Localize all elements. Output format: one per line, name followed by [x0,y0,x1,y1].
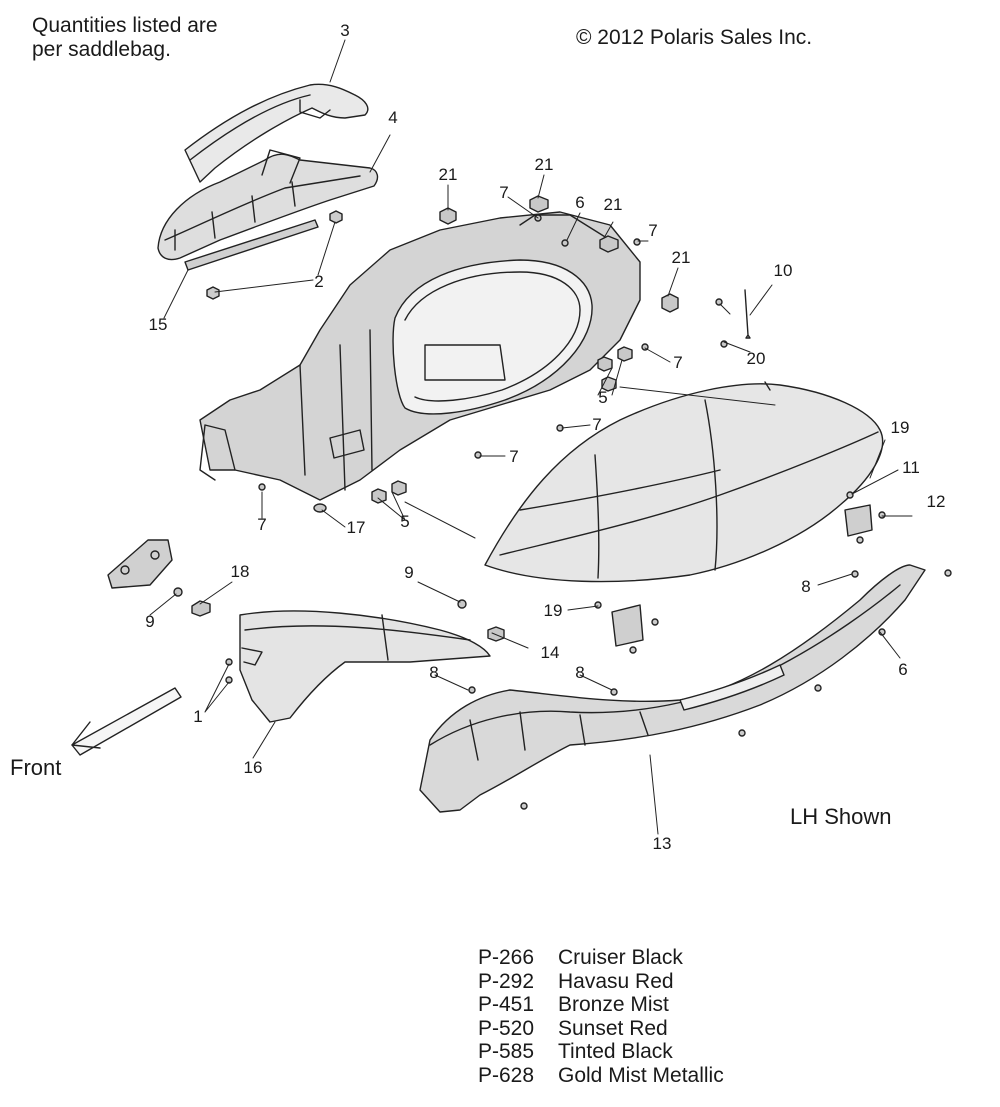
color-code: P-520 [478,1016,535,1040]
color-name: Gold Mist Metallic [558,1063,724,1087]
callout: 2 [314,272,324,291]
callout: 3 [340,21,350,40]
part-latch-cover [184,83,369,183]
color-code-list: P-266 Cruiser Black P-292 Havasu Red P-4… [478,946,724,1087]
callout: 16 [243,758,263,777]
color-name: Havasu Red [558,969,674,993]
quantity-note-line1: Quantities listed are [32,14,218,37]
callout: 7 [257,515,267,534]
callout: 17 [346,518,366,537]
part-cable [744,289,751,339]
callout: 9 [145,612,155,631]
color-code: P-628 [478,1063,535,1087]
copyright-text: © 2012 Polaris Sales Inc. [576,26,813,49]
callout: 7 [499,183,509,202]
part-hinge-bracket-lower [594,601,659,654]
callout: 8 [429,663,439,682]
callout: 13 [652,834,672,853]
callout: 14 [540,643,560,662]
callout: 6 [898,660,908,679]
callout: 15 [148,315,168,334]
color-code: P-292 [478,969,535,993]
leader-lines [149,39,913,835]
color-code-row: P-266 Cruiser Black [478,946,724,970]
callout: 7 [509,447,519,466]
hardware-left [173,570,859,696]
part-outer-shell [484,381,884,583]
part-front-lower-panel [239,610,491,723]
callout: 1 [193,707,203,726]
nut-group-2 [206,210,343,300]
callout: 7 [592,415,602,434]
part-mount-plate-left [107,539,173,589]
quantity-note-line2: per saddlebag. [32,38,171,61]
part-hinge-bracket-right [844,491,886,544]
callout: 18 [230,562,250,581]
callout: 8 [575,663,585,682]
callout: 5 [400,512,410,531]
view-label: LH Shown [790,804,892,829]
front-direction-arrow [71,687,182,756]
callout: 11 [902,458,920,477]
color-name: Sunset Red [558,1016,668,1040]
callout: 4 [388,108,398,127]
color-code-row: P-451 Bronze Mist [478,993,724,1017]
callout: 10 [773,261,793,280]
color-code: P-266 [478,946,535,969]
quantity-note: Quantities listed are per saddlebag. [32,14,218,62]
callout: 21 [534,155,554,174]
color-code-row: P-628 Gold Mist Metallic [478,1064,724,1088]
color-name: Cruiser Black [558,946,683,969]
callout: 19 [890,418,910,437]
color-code-row: P-520 Sunset Red [478,1017,724,1041]
callout: 12 [926,492,946,511]
color-code: P-451 [478,993,535,1016]
callout: 21 [438,165,458,184]
part-seal-strip [184,219,319,271]
callout: 19 [543,601,563,620]
color-name: Tinted Black [558,1040,673,1063]
color-code: P-585 [478,1040,535,1063]
callout: 9 [404,563,414,582]
callout: 8 [801,577,811,596]
callout: 21 [603,195,623,214]
callout: 7 [673,353,683,372]
color-code-row: P-292 Havasu Red [478,970,724,994]
callout: 6 [575,193,585,212]
part-lower-trim [419,564,952,813]
callout: 20 [746,349,766,368]
part-saddlebag-liner [199,211,641,501]
callout: 7 [648,221,658,240]
front-label: Front [10,755,62,780]
color-code-row: P-585 Tinted Black [478,1040,724,1064]
callout: 21 [671,248,691,267]
part-latch-housing [157,149,379,261]
callout: 5 [598,388,608,407]
color-name: Bronze Mist [558,993,669,1016]
